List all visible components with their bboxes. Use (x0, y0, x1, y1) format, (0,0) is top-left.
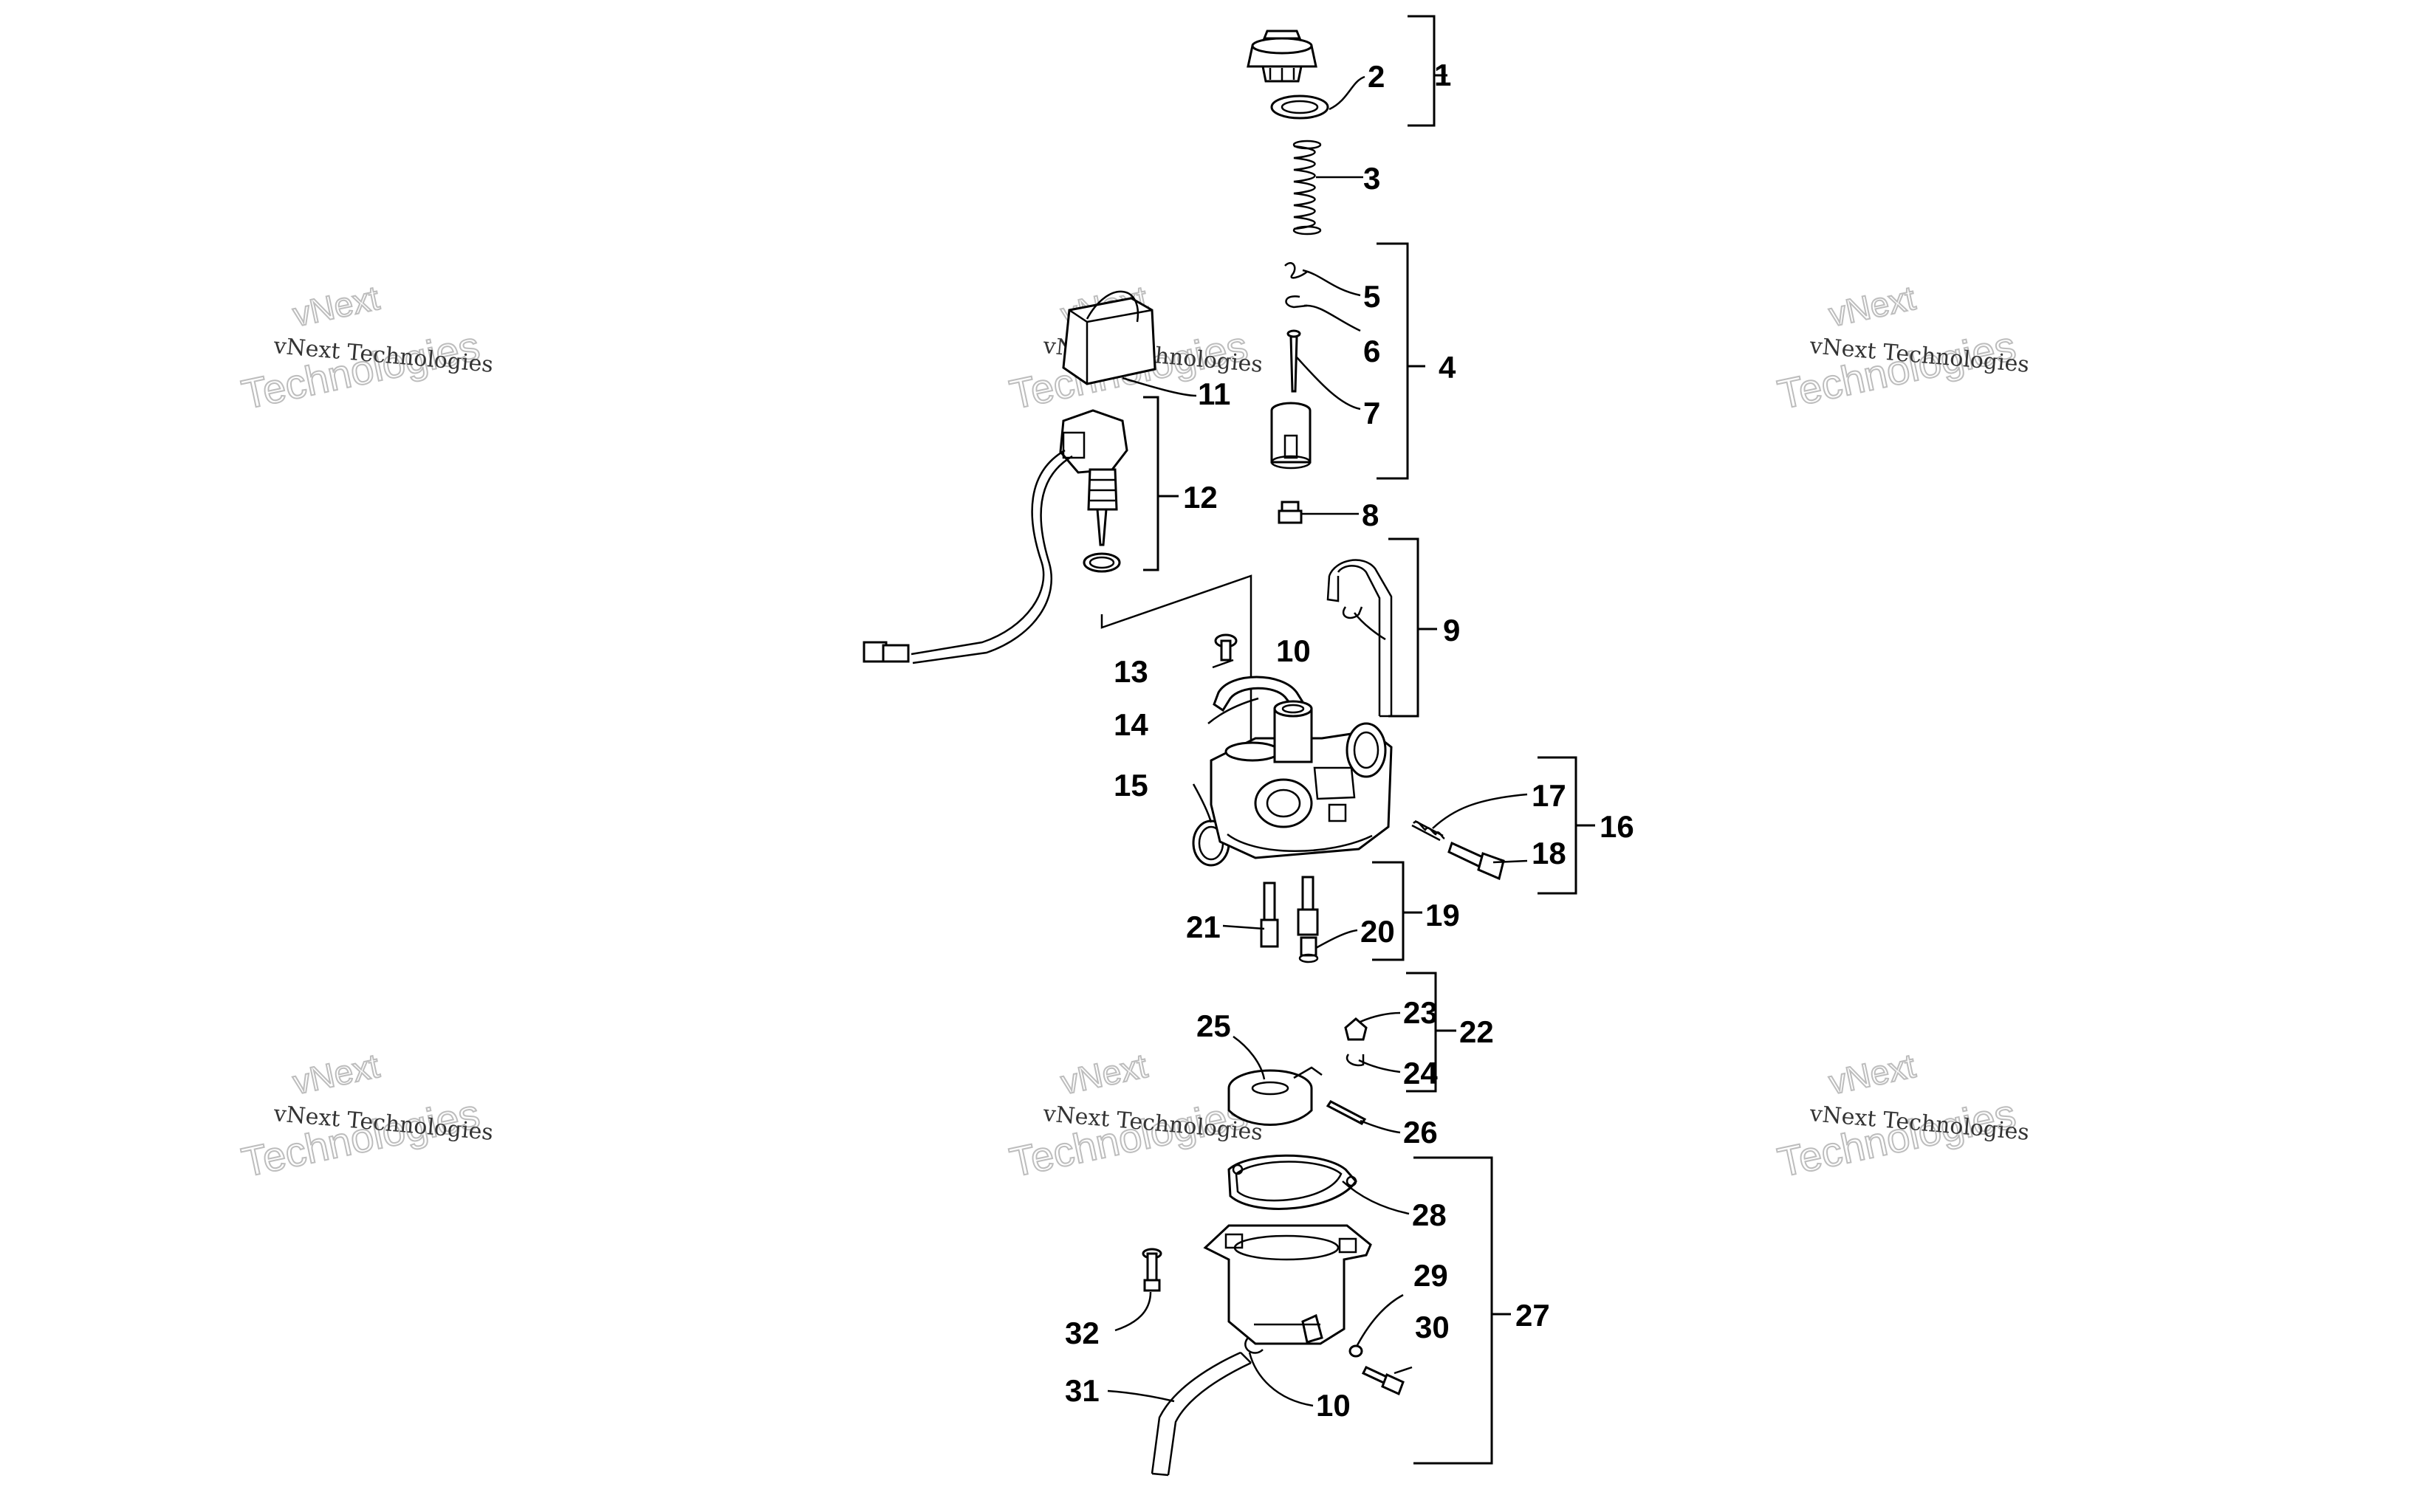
part-spring (1292, 140, 1322, 236)
part-float-clip (1346, 1054, 1365, 1067)
watermark-vnext: vNext (1826, 278, 1919, 334)
part-auto-choke (863, 409, 1128, 664)
callout-5: 5 (1363, 279, 1380, 314)
callout-31: 31 (1065, 1373, 1100, 1408)
part-screw-13 (1214, 633, 1238, 662)
callout-25: 25 (1196, 1008, 1231, 1043)
watermark-bottom-right: vNext Technologies (1773, 1045, 2020, 1186)
callout-22: 22 (1459, 1014, 1494, 1049)
watermark-vnext: vNext (289, 278, 383, 334)
part-float-needle (1344, 1017, 1368, 1041)
watermark-vnext: vNext (1826, 1046, 1919, 1102)
callout-10-upper: 10 (1276, 633, 1311, 668)
callout-24: 24 (1403, 1056, 1438, 1090)
callout-9: 9 (1443, 613, 1460, 647)
part-idle-spring (1411, 819, 1445, 842)
part-idle-screw (1447, 841, 1505, 881)
part-float (1227, 1066, 1323, 1126)
part-o-ring-29 (1348, 1344, 1363, 1358)
leader-lines (1107, 75, 1528, 1407)
callout-26: 26 (1403, 1115, 1438, 1150)
part-jet-holder-21 (1260, 882, 1279, 948)
part-cap-gasket (1270, 94, 1329, 120)
bracket-27 (1413, 1156, 1493, 1465)
callout-4: 4 (1439, 350, 1456, 385)
part-carburetor-body (1210, 700, 1393, 859)
part-needle (1286, 329, 1301, 393)
part-hose-clamp-upper (1342, 606, 1363, 619)
part-bowl-gasket (1227, 1154, 1357, 1210)
part-drain-hose (1151, 1351, 1252, 1477)
part-choke-cover (1062, 290, 1156, 385)
callout-16: 16 (1600, 809, 1634, 844)
bracket-9 (1388, 537, 1419, 718)
callout-14: 14 (1114, 707, 1148, 742)
part-bolt-32 (1142, 1248, 1162, 1292)
callout-23: 23 (1403, 995, 1438, 1030)
watermark-bottom-center: vNext Technologies (1005, 1045, 1252, 1186)
callout-20: 20 (1360, 914, 1395, 949)
callout-6: 6 (1363, 334, 1380, 368)
watermark-bottom-left: vNext Technologies (237, 1045, 484, 1186)
bracket-22 (1406, 972, 1437, 1093)
watermark-vnext: vNext (289, 1046, 383, 1102)
callout-labels: 2 1 3 5 6 4 7 8 11 12 10 9 13 14 15 17 1… (1065, 58, 1634, 1423)
bracket-1 (1408, 15, 1436, 127)
part-drain-screw (1361, 1366, 1405, 1396)
part-top-cap (1247, 30, 1317, 83)
callout-3: 3 (1363, 161, 1380, 196)
callout-1: 1 (1434, 58, 1451, 92)
part-clip (1284, 262, 1308, 279)
bracket-12 (1143, 396, 1159, 571)
callout-7: 7 (1363, 396, 1380, 430)
part-e-ring (1285, 295, 1308, 309)
part-main-jet-20 (1297, 876, 1319, 963)
callout-2: 2 (1368, 59, 1385, 94)
callout-27: 27 (1515, 1298, 1550, 1333)
watermark-top-left: vNext Technologies (237, 278, 484, 419)
callout-29: 29 (1413, 1258, 1448, 1293)
callout-10-lower: 10 (1316, 1388, 1351, 1423)
watermark-top-right: vNext Technologies (1773, 278, 2020, 419)
choke-link-line (1100, 574, 1252, 746)
callout-19: 19 (1425, 898, 1460, 932)
callout-21: 21 (1186, 910, 1221, 944)
callout-18: 18 (1532, 836, 1566, 870)
brackets (1143, 15, 1595, 1465)
part-float-pin (1326, 1100, 1367, 1125)
callout-15: 15 (1114, 768, 1148, 803)
callout-30: 30 (1415, 1310, 1450, 1344)
callout-8: 8 (1362, 498, 1379, 532)
part-hose-clamp-lower (1244, 1337, 1264, 1354)
callout-28: 28 (1412, 1197, 1447, 1232)
part-jet-8 (1278, 501, 1303, 524)
callout-32: 32 (1065, 1316, 1100, 1350)
watermark-vnext: vNext (1058, 1046, 1151, 1102)
bracket-4 (1377, 242, 1409, 480)
callout-12: 12 (1183, 480, 1218, 515)
bracket-19 (1372, 861, 1405, 961)
callout-11: 11 (1198, 377, 1230, 411)
part-slide-piston (1270, 402, 1312, 470)
callout-13: 13 (1114, 654, 1148, 689)
part-float-bowl (1203, 1224, 1372, 1345)
callout-17: 17 (1532, 778, 1566, 813)
